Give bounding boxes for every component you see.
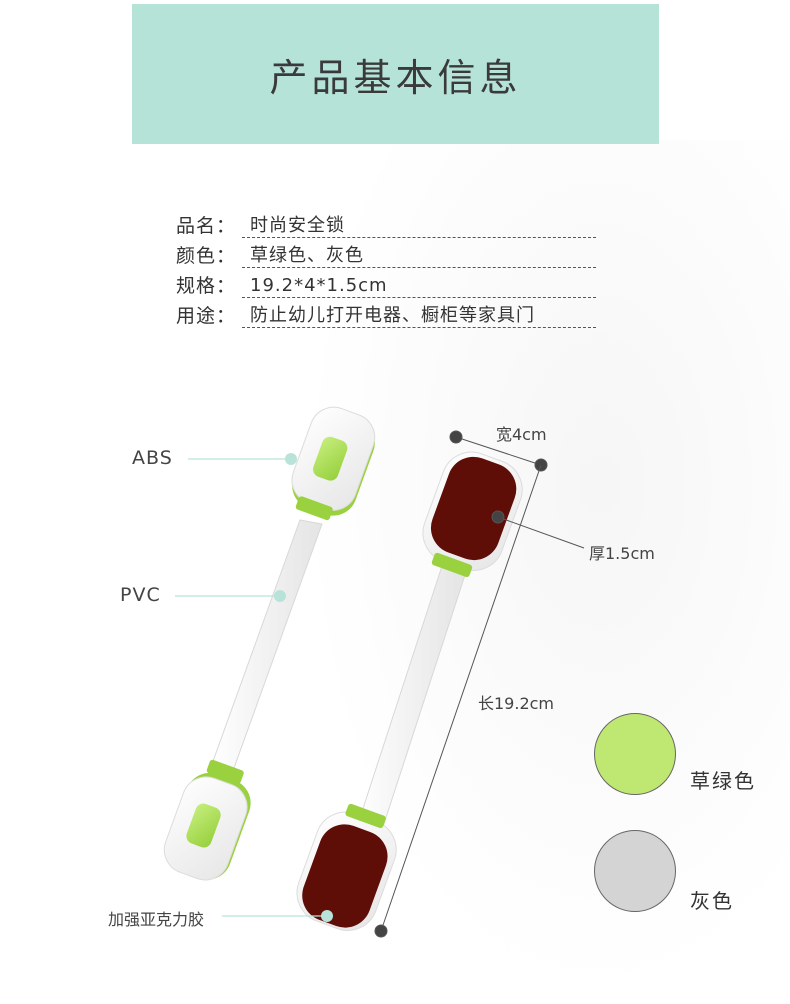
push-button-icon <box>313 436 348 481</box>
spec-row-size: 规格： 19.2*4*1.5cm <box>176 268 596 298</box>
spec-list: 品名： 时尚安全锁 颜色： 草绿色、灰色 规格： 19.2*4*1.5cm 用途… <box>176 208 596 328</box>
cap-collar <box>431 552 473 578</box>
push-button-icon <box>186 803 221 848</box>
page-title: 产品基本信息 <box>269 55 522 100</box>
callout-adhesive: 加强亚克力胶 <box>108 910 205 929</box>
spec-value: 草绿色、灰色 <box>242 244 596 268</box>
dimension-length: 长19.2cm <box>478 694 555 713</box>
front-strap <box>211 519 323 769</box>
swatch-gray <box>594 830 676 912</box>
spec-label: 品名： <box>176 215 237 237</box>
swatch-green-label: 草绿色 <box>690 769 756 793</box>
spec-row-usage: 用途： 防止幼儿打开电器、橱柜等家具门 <box>176 298 596 328</box>
adhesive-pad <box>302 824 388 928</box>
dimension-width: 宽4cm <box>496 425 547 444</box>
spec-label: 颜色： <box>176 245 237 267</box>
spec-value: 防止幼儿打开电器、橱柜等家具门 <box>242 304 596 328</box>
header-banner: 产品基本信息 <box>132 4 659 144</box>
spec-value: 时尚安全锁 <box>242 214 596 238</box>
spec-value: 19.2*4*1.5cm <box>242 274 596 298</box>
cap-collar <box>345 803 386 829</box>
lock-back-view <box>296 451 523 931</box>
adhesive-marker <box>321 910 333 922</box>
callout-abs: ABS <box>132 447 173 469</box>
abs-marker <box>285 453 297 465</box>
spec-label: 用途： <box>176 305 237 327</box>
spec-row-name: 品名： 时尚安全锁 <box>176 208 596 238</box>
callout-pvc: PVC <box>120 584 161 606</box>
cap-collar <box>206 759 244 784</box>
length-end-dot <box>374 924 388 938</box>
lock-front-view <box>163 406 376 881</box>
adhesive-pad <box>430 456 517 561</box>
callout-lines <box>175 458 326 917</box>
pvc-marker <box>274 590 286 602</box>
spec-label: 规格： <box>176 275 237 297</box>
front-top-cap <box>291 406 376 521</box>
width-start-dot <box>449 430 463 444</box>
callout-dots <box>274 453 333 922</box>
front-bottom-cap <box>163 759 251 881</box>
thickness-dot <box>491 510 505 524</box>
back-bottom-cap <box>296 803 397 931</box>
back-strap <box>355 565 467 837</box>
swatch-green <box>594 713 676 795</box>
swatch-gray-label: 灰色 <box>690 889 734 913</box>
dimension-lines <box>374 430 585 938</box>
cap-collar <box>295 496 333 521</box>
spec-row-color: 颜色： 草绿色、灰色 <box>176 238 596 268</box>
dimension-thickness: 厚1.5cm <box>589 544 655 563</box>
back-top-cap <box>422 451 523 578</box>
